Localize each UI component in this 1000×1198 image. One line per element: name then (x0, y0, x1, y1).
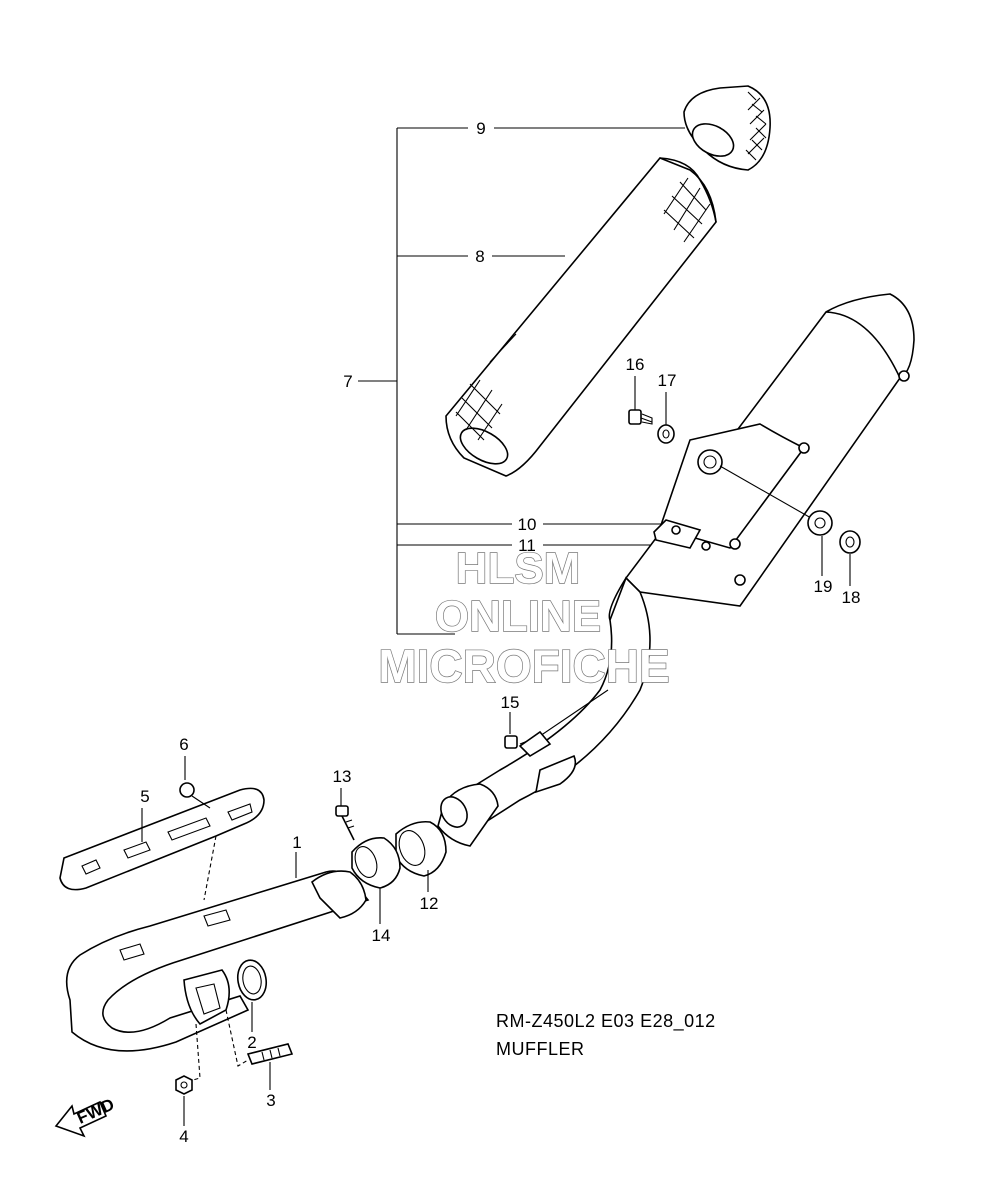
gasket-part-12 (395, 820, 447, 892)
callout-14: 14 (372, 926, 391, 945)
callout-15: 15 (501, 693, 520, 712)
callout-17: 17 (658, 371, 677, 390)
forward-direction-arrow: FWD (54, 1095, 117, 1138)
end-cap-part-9 (683, 85, 771, 171)
mid-pipe (437, 576, 651, 847)
bolt-part-16 (628, 376, 653, 425)
bolt-part-15 (504, 712, 518, 749)
grommet-part-19 (807, 510, 833, 576)
header-pipe-part-1 (65, 852, 370, 1052)
callout-1: 1 (292, 833, 301, 852)
callout-19: 19 (814, 577, 833, 596)
watermark-line-1: HLSM (456, 544, 581, 593)
callout-18: 18 (842, 588, 861, 607)
clamp-part-14 (351, 836, 401, 924)
callout-16: 16 (626, 355, 645, 374)
watermark: HLSM ONLINE MICROFICHE (378, 543, 671, 692)
bolt-part-13 (335, 788, 355, 841)
diagram-code-caption: RM-Z450L2 E03 E28_012 (496, 1011, 716, 1031)
callout-8: 8 (475, 247, 484, 266)
stud-part-3 (225, 1009, 294, 1090)
muffler-body (624, 293, 915, 607)
bolt-part-6 (179, 756, 211, 809)
callout-7: 7 (343, 372, 352, 391)
callout-labels: 9 8 7 16 17 10 11 19 18 15 6 13 5 1 12 1… (140, 119, 860, 1146)
watermark-line-3: MICROFICHE (378, 640, 669, 692)
nut-part-4 (175, 1023, 201, 1126)
collar-part-18 (839, 530, 861, 586)
callout-6: 6 (179, 735, 188, 754)
gasket-part-2 (236, 959, 268, 1032)
diagram-title-caption: MUFFLER (496, 1039, 585, 1059)
callout-3: 3 (266, 1091, 275, 1110)
washer-part-17 (657, 392, 675, 444)
watermark-line-2: ONLINE (435, 592, 601, 641)
heat-shield-part-5 (59, 787, 265, 901)
callout-9: 9 (476, 119, 485, 138)
forward-arrow-label: FWD (74, 1095, 117, 1128)
callout-12: 12 (420, 894, 439, 913)
callout-13: 13 (333, 767, 352, 786)
callout-10: 10 (518, 515, 537, 534)
muffler-sleeve-part-8 (445, 157, 717, 477)
callout-4: 4 (179, 1127, 188, 1146)
callout-11: 11 (518, 536, 536, 555)
callout-5: 5 (140, 787, 149, 806)
callout-2: 2 (247, 1033, 256, 1052)
